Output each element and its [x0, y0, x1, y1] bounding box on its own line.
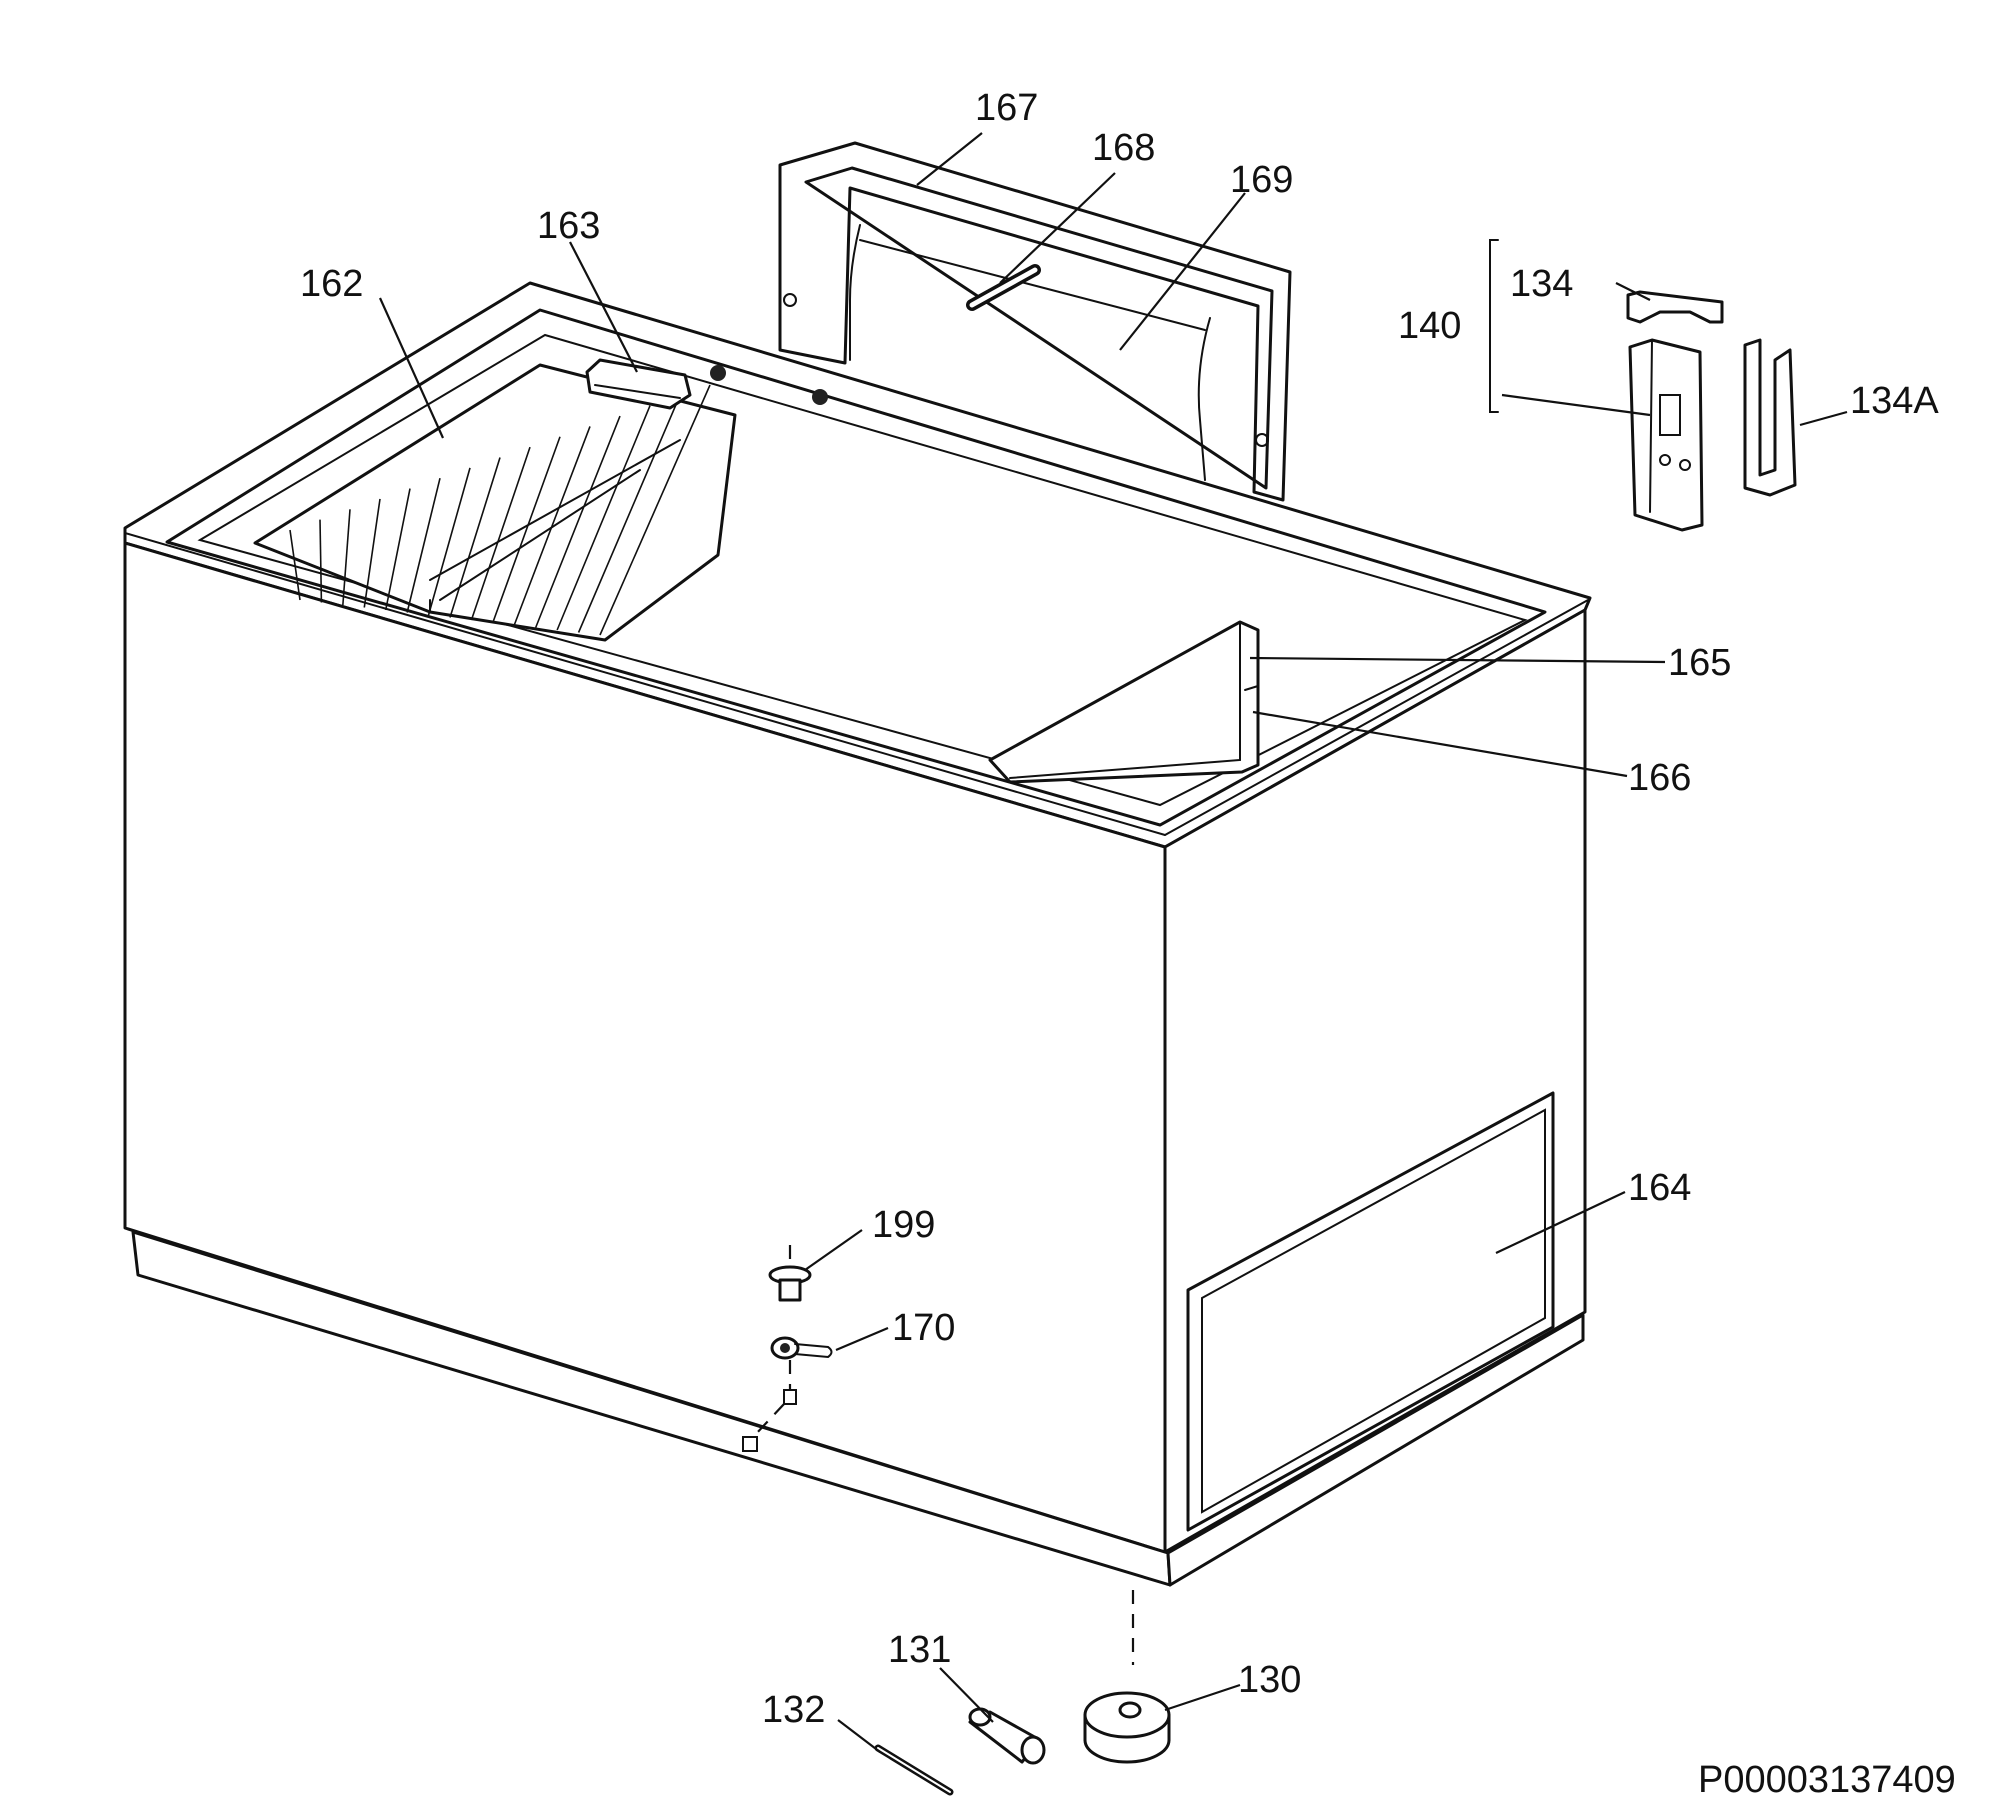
callout-132: 132	[762, 1689, 825, 1731]
lock-assembly	[742, 1245, 833, 1452]
callout-199: 199	[872, 1204, 935, 1246]
basket-wire	[534, 415, 621, 628]
foot-part	[1083, 1590, 1171, 1764]
basket-wire	[449, 457, 501, 618]
basket-wire	[406, 478, 441, 613]
rim-screw	[812, 389, 828, 405]
basket-wire	[363, 498, 381, 608]
basket-wire	[319, 519, 323, 603]
basket-wire	[492, 436, 561, 623]
callout-165: 165	[1668, 642, 1731, 684]
basket-wire	[599, 384, 711, 636]
callout-134a: 134A	[1850, 380, 1939, 422]
basket-wire	[342, 509, 351, 606]
callout-163: 163	[537, 205, 600, 247]
callout-140: 140	[1398, 305, 1461, 347]
basket-wire	[289, 529, 301, 601]
basket-wire	[470, 446, 531, 621]
lid-handle-rod-part	[966, 264, 1041, 311]
callout-164: 164	[1628, 1167, 1691, 1209]
divider-part	[988, 620, 1260, 784]
wire-basket-part	[253, 363, 737, 642]
callout-131: 131	[888, 1629, 951, 1671]
basket-wire	[427, 467, 471, 616]
callout-134: 134	[1510, 263, 1573, 305]
basket-wire	[556, 405, 651, 631]
callout-167: 167	[975, 87, 1038, 129]
basket-wire	[384, 488, 411, 611]
callout-170: 170	[892, 1307, 955, 1349]
callout-162: 162	[300, 263, 363, 305]
basket-wire	[577, 395, 681, 633]
roller-part	[968, 1707, 1046, 1765]
callout-168: 168	[1092, 127, 1155, 169]
basket-handle-part	[585, 358, 692, 410]
callout-166: 166	[1628, 757, 1691, 799]
callout-169: 169	[1230, 159, 1293, 201]
callout-130: 130	[1238, 1659, 1301, 1701]
document-number: P00003137409	[1698, 1759, 1956, 1801]
pin-part	[874, 1744, 954, 1796]
rim-screw	[710, 365, 726, 381]
basket-wire	[513, 426, 591, 626]
hinge-parts	[1489, 239, 1797, 532]
vent-panel-part	[1186, 1091, 1555, 1532]
leader-lines	[378, 132, 1848, 1753]
